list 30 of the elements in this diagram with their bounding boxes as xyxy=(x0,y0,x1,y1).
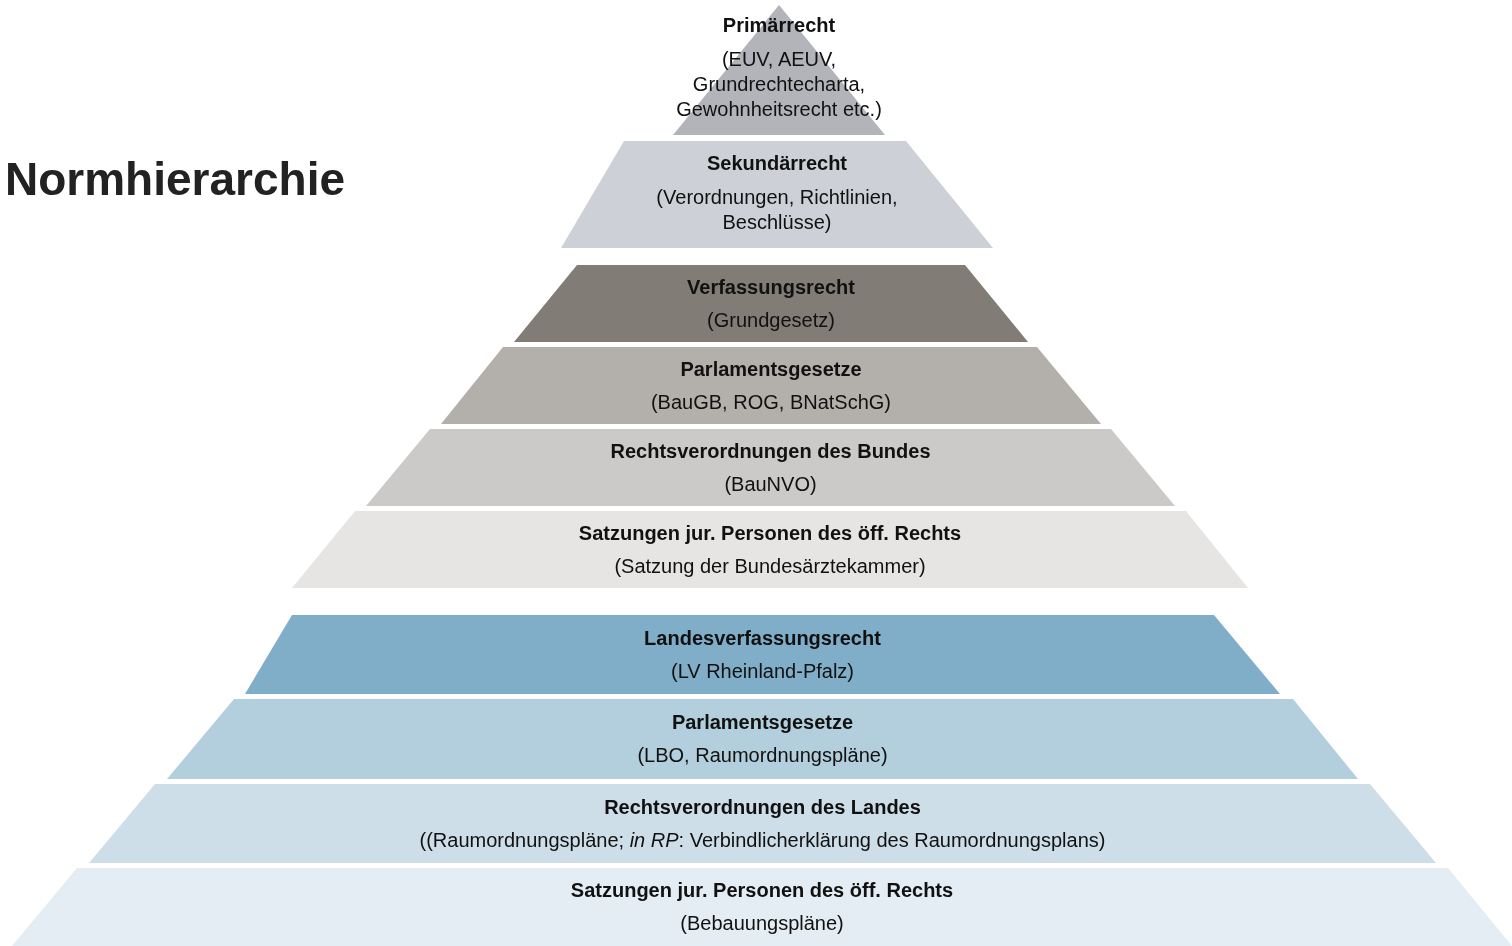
layer-description: (Bebauungspläne) xyxy=(680,912,844,935)
diagram-title: Normhierarchie xyxy=(5,152,345,206)
layer-description: (BauNVO) xyxy=(724,472,817,496)
layer-description: (Satzung der Bundesärztekammer) xyxy=(614,554,926,578)
layer-description: (Grundgesetz) xyxy=(707,308,835,332)
pyramid-layer xyxy=(561,141,993,248)
layer-title: Parlamentsgesetze xyxy=(671,711,854,734)
layer-title: Sekundärrecht xyxy=(706,152,848,175)
layer-title: Rechtsverordnungen des Bundes xyxy=(610,439,931,463)
layer-title: Parlamentsgesetze xyxy=(680,357,862,381)
layer-description: (BauGB, ROG, BNatSchG) xyxy=(650,390,892,414)
layer-title: Satzungen jur. Personen des öff. Rechts xyxy=(578,521,962,545)
pyramid-layer xyxy=(441,347,1101,424)
layer-description: (Verordnungen, Richtlinien, Beschlüsse) xyxy=(655,185,899,235)
layer-title: Rechtsverordnungen des Landes xyxy=(604,795,921,819)
pyramid-layer xyxy=(167,699,1358,779)
pyramid-layer xyxy=(89,784,1436,863)
pyramid-layer xyxy=(514,265,1028,342)
pyramid-layer xyxy=(366,429,1175,506)
layer-description: ((Raumordnungspläne; in RP: Verbindlicherklärung des Raumordnungsplans) xyxy=(419,828,1106,852)
layer-title: Landesverfassungsrecht xyxy=(644,626,881,650)
pyramid-layer xyxy=(12,868,1512,946)
layer-description: (LV Rheinland-Pfalz) xyxy=(670,659,854,683)
pyramid-layer xyxy=(245,615,1280,694)
layer-title: Primärrecht xyxy=(722,14,836,37)
pyramid-layer xyxy=(292,511,1248,588)
layer-title: Satzungen jur. Personen des öff. Rechts xyxy=(570,879,954,902)
layer-title: Verfassungsrecht xyxy=(687,275,855,299)
layer-description: (LBO, Raumordnungspläne) xyxy=(637,744,888,767)
layer-description: (EUV, AEUV, Grundrechtecharta, Gewohnheitsrecht etc.) xyxy=(675,47,883,122)
